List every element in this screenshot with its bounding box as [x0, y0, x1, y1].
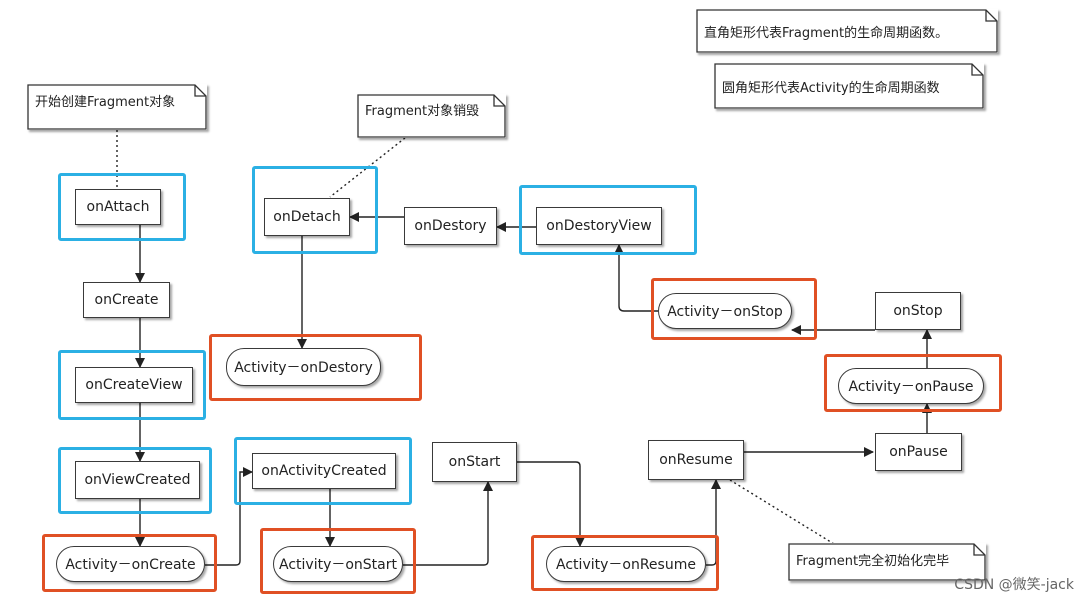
node-on-pause: onPause [875, 433, 962, 471]
node-on-activity-created: onActivityCreated [252, 453, 396, 489]
arrow-actstop-destoryview [614, 244, 658, 312]
note-pill-legend: 圆角矩形代表Activity的生命周期函数 [714, 63, 984, 109]
watermark: CSDN @微笑-jack [954, 577, 1074, 593]
node-act-on-pause: Activity－onPause [838, 368, 984, 404]
arrow-actresume-resume [706, 479, 721, 566]
arrow-actstart-start [403, 481, 493, 566]
node-on-destory: onDestory [404, 207, 497, 245]
node-act-on-create: Activity－onCreate [56, 546, 205, 582]
note-fragment-ready-text: Fragment完全初始化完毕 [796, 553, 950, 569]
note-start-create-text: 开始创建Fragment对象 [35, 94, 176, 110]
note-rect-legend: 直角矩形代表Fragment的生命周期函数。 [696, 9, 998, 53]
highlight-on-activity-created [234, 437, 412, 505]
arrow-start-actresume [517, 461, 585, 547]
note-fragment-destroy-text: Fragment对象销毁 [365, 103, 480, 119]
note-link-destroy [329, 137, 406, 198]
node-act-on-start: Activity－onStart [273, 546, 403, 582]
note-link-ready [729, 479, 861, 561]
note-start-create: 开始创建Fragment对象 [27, 84, 207, 130]
node-on-attach: onAttach [75, 189, 161, 225]
node-on-start: onStart [432, 442, 517, 482]
highlight-act-on-start [260, 528, 416, 594]
note-fragment-ready: Fragment完全初始化完毕 [788, 543, 986, 581]
highlight-on-create-view [58, 350, 206, 420]
node-on-create-view: onCreateView [75, 367, 193, 403]
node-on-create: onCreate [83, 282, 170, 318]
highlight-act-on-stop [651, 278, 817, 340]
node-on-view-created: onViewCreated [75, 461, 200, 499]
node-act-on-stop: Activity－onStop [658, 293, 792, 329]
highlight-act-on-create [42, 534, 217, 592]
node-on-resume: onResume [648, 440, 744, 480]
note-rect-legend-text: 直角矩形代表Fragment的生命周期函数。 [704, 25, 949, 41]
node-act-on-destory: Activity－onDestory [226, 348, 381, 386]
node-act-on-resume: Activity－onResume [546, 546, 706, 582]
node-on-detach: onDetach [264, 198, 350, 236]
note-pill-legend-text: 圆角矩形代表Activity的生命周期函数 [722, 80, 940, 96]
highlight-on-view-created [58, 447, 212, 514]
arrow-actcreate-activitycreated [205, 467, 253, 566]
node-on-destory-view: onDestoryView [536, 207, 662, 245]
highlight-act-on-pause [824, 354, 1002, 412]
node-on-stop: onStop [875, 292, 961, 330]
note-fragment-destroy: Fragment对象销毁 [357, 94, 506, 138]
highlight-on-detach [252, 166, 378, 254]
highlight-on-destory-view [519, 185, 697, 255]
highlight-on-attach [58, 173, 186, 241]
highlight-act-on-destory [209, 334, 422, 401]
highlight-act-on-resume [531, 535, 719, 591]
